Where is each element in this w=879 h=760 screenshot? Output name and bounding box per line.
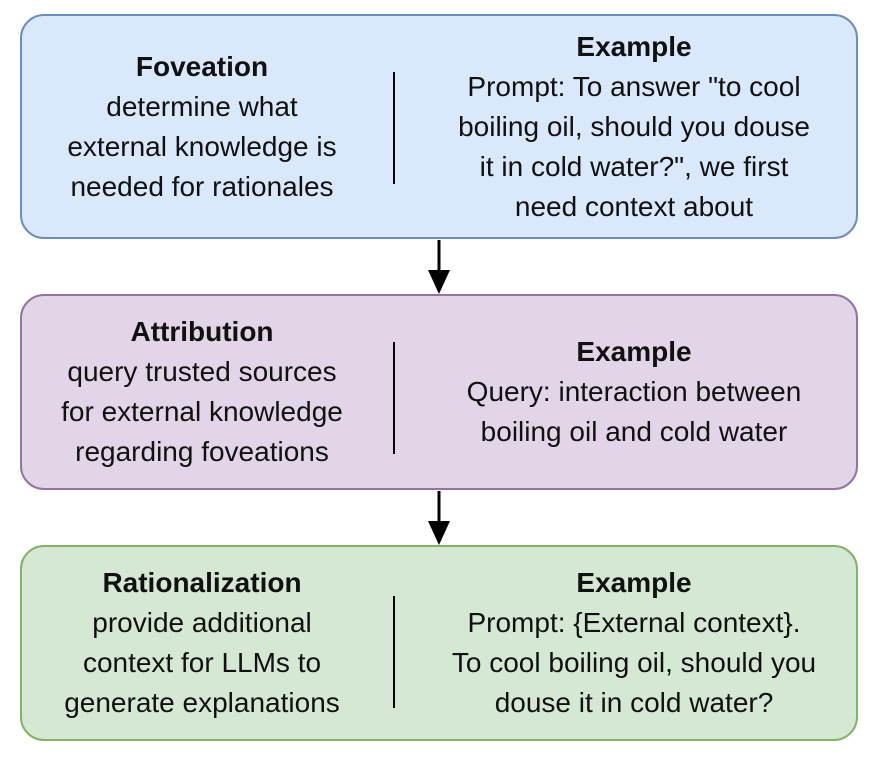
rationalization-text-line: context for LLMs to — [82, 647, 322, 678]
arrow-attribution-to-rationalization — [428, 491, 450, 545]
foveation-example-line: it in cold water?", we first — [479, 150, 789, 182]
rationalization-example-line: douse it in cold water? — [494, 687, 774, 718]
rationalization-example-line: To cool boiling oil, should you — [451, 647, 817, 678]
foveation-title: Foveation — [135, 50, 269, 82]
attribution-text-line: for external knowledge — [61, 396, 343, 427]
rationalization-example-title: Example — [576, 567, 692, 598]
foveation-text-line: needed for rationales — [70, 170, 334, 202]
foveation-text-line: determine what — [106, 90, 298, 122]
attribution-example-title: Example — [576, 336, 692, 367]
attribution-example: Example Query: interaction between boili… — [412, 296, 856, 488]
rationalization-description: Rationalization provide additional conte… — [22, 547, 382, 739]
foveation-example-line: boiling oil, should you douse — [458, 110, 810, 142]
rationalization-divider — [393, 596, 395, 708]
attribution-example-line: boiling oil and cold water — [480, 416, 788, 447]
foveation-description: Foveation determine what external knowle… — [22, 16, 382, 237]
foveation-example-title: Example — [576, 30, 692, 62]
foveation-example-line: Prompt: To answer "to cool — [467, 70, 801, 102]
foveation-divider — [393, 72, 395, 184]
foveation-example: Example Prompt: To answer "to cool boili… — [412, 16, 856, 237]
arrow-foveation-to-attribution — [428, 240, 450, 294]
attribution-title: Attribution — [130, 316, 274, 347]
rationalization-box: Rationalization provide additional conte… — [20, 545, 858, 741]
rationalization-text-line: generate explanations — [64, 687, 340, 718]
attribution-divider — [393, 342, 395, 454]
attribution-text-line: regarding foveations — [75, 436, 329, 467]
rationalization-example: Example Prompt: {External context}. To c… — [412, 547, 856, 739]
foveation-text-line: external knowledge is — [67, 130, 337, 162]
attribution-description: Attribution query trusted sources for ex… — [22, 296, 382, 488]
foveation-example-line: need context about — [514, 190, 754, 222]
attribution-text-line: query trusted sources — [67, 356, 337, 387]
rationalization-title: Rationalization — [102, 567, 302, 598]
rationalization-example-line: Prompt: {External context}. — [467, 607, 801, 638]
rationalization-text-line: provide additional — [92, 607, 312, 638]
attribution-example-line: Query: interaction between — [466, 376, 802, 407]
foveation-box: Foveation determine what external knowle… — [20, 14, 858, 239]
attribution-box: Attribution query trusted sources for ex… — [20, 294, 858, 490]
